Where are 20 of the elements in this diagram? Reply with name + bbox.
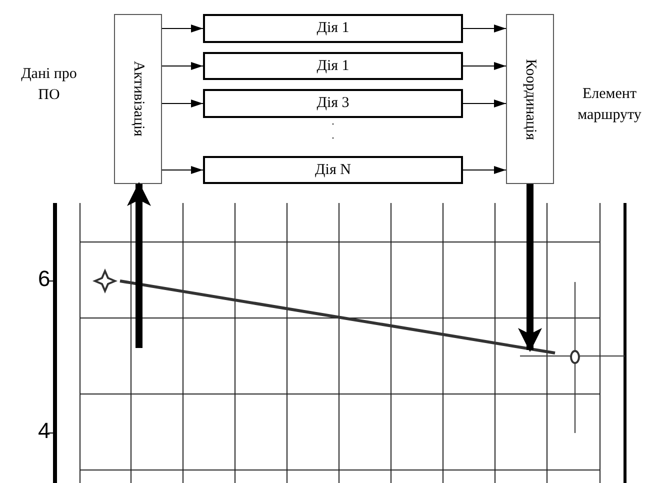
arrow [162,166,204,174]
arrow [462,166,506,174]
arrow [462,62,506,70]
arrow [162,100,204,108]
action-box: Дія N [203,156,463,184]
action-box: Дія 1 [203,14,463,43]
activation-box: Активізація [114,14,162,184]
tick-label: 6 [38,266,52,292]
thick-arrow [127,182,151,348]
action-box: Дія 1 [203,52,463,80]
action-box: Дія 3 [203,89,463,118]
arrow [162,62,204,70]
output-label: Елемент маршруту [576,85,642,125]
tick-label: 4 [38,418,52,444]
arrow [462,100,506,108]
thick-arrow [518,184,542,352]
arrow [462,24,506,32]
coordination-box: Координація [506,14,554,184]
input-label: Дані про ПО [20,65,78,105]
arrow [162,24,204,32]
